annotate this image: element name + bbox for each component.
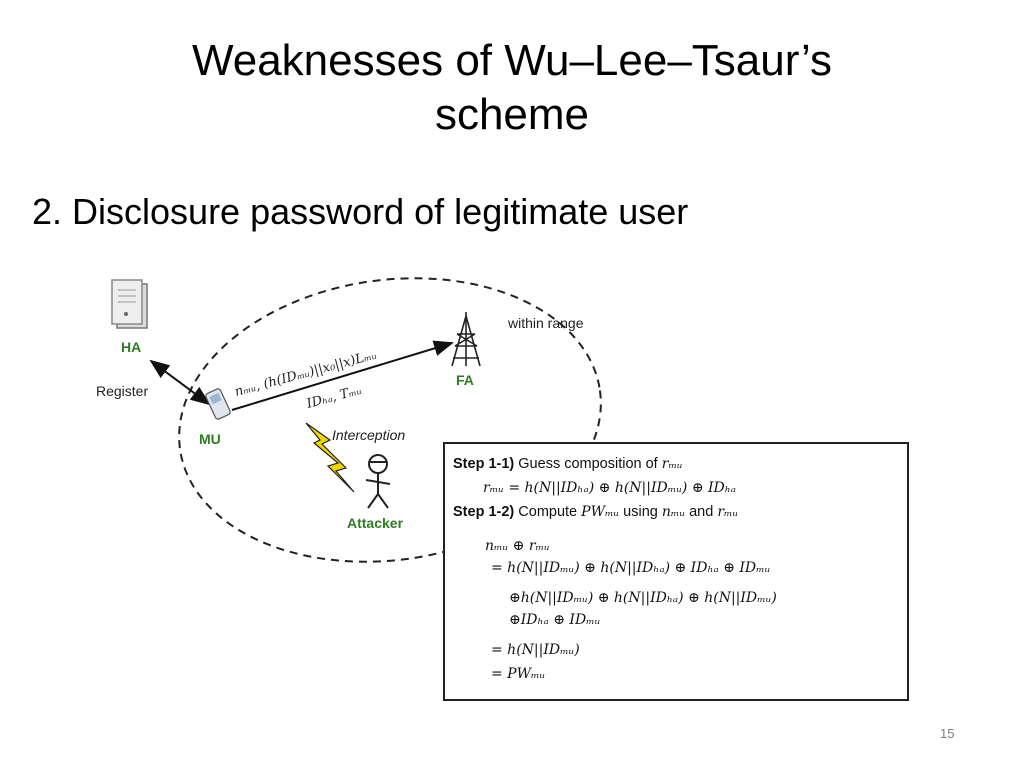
derivation-line-3: ⊕h(N||IDₘᵤ) ⊕ h(N||IDₕₐ) ⊕ h(N||IDₘᵤ) — [509, 590, 777, 606]
derivation-line-6: = PWₘᵤ — [491, 666, 546, 682]
attack-steps-box: Step 1-1) Guess composition of rₘᵤ rₘᵤ =… — [443, 442, 909, 701]
derivation-line-2: = h(N||IDₘᵤ) ⊕ h(N||IDₕₐ) ⊕ IDₕₐ ⊕ IDₘᵤ — [491, 560, 771, 576]
lightning-icon — [305, 422, 355, 493]
title-line-2: scheme — [434, 90, 590, 139]
derivation-line-1: nₘᵤ ⊕ rₘᵤ — [485, 538, 550, 554]
step-1-1-var: rₘᵤ — [661, 456, 683, 472]
page-number: 15 — [940, 726, 955, 741]
interception-label: Interception — [332, 427, 405, 443]
slide-title: Weaknesses of Wu–Lee–Tsaur’s scheme — [100, 34, 924, 142]
step-1-2-var-a: PWₘᵤ — [581, 504, 620, 520]
mobile-phone-icon — [205, 388, 231, 420]
server-icon — [111, 279, 148, 329]
step-1-1-text: Guess composition of — [518, 456, 658, 472]
attacker-figure-icon — [365, 454, 391, 509]
step-1-1-row: Step 1-1) Guess composition of rₘᵤ — [453, 456, 683, 472]
node-label-attacker: Attacker — [347, 515, 404, 531]
antenna-tower-icon — [451, 312, 481, 367]
step-1-1-label: Step 1-1) — [453, 456, 515, 472]
node-label-fa: FA — [456, 372, 474, 388]
register-label: Register — [96, 383, 148, 399]
node-label-mu: MU — [199, 431, 221, 447]
step-1-2-var-b: nₘᵤ — [661, 504, 686, 520]
step-1-2-text-c: and — [689, 504, 714, 520]
step-1-2-text-b: using — [623, 504, 658, 520]
derivation-line-5: = h(N||IDₘᵤ) — [491, 642, 580, 658]
step-1-1-equation: rₘᵤ = h(N||IDₕₐ) ⊕ h(N||IDₘᵤ) ⊕ IDₕₐ — [483, 480, 737, 496]
step-1-2-row: Step 1-2) Compute PWₘᵤ using nₘᵤ and rₘᵤ — [453, 504, 738, 520]
message-label-bottom: IDₕₐ, Tₘᵤ — [304, 383, 363, 412]
range-ellipse — [178, 277, 602, 563]
step-1-2-text-a: Compute — [518, 504, 578, 520]
step-1-2-label: Step 1-2) — [453, 504, 515, 520]
derivation-line-4: ⊕IDₕₐ ⊕ IDₘᵤ — [509, 612, 601, 628]
message-arrow — [231, 340, 454, 411]
register-arrow — [149, 359, 211, 406]
title-line-1: Weaknesses of Wu–Lee–Tsaur’s — [192, 36, 832, 85]
node-label-ha: HA — [121, 339, 141, 355]
within-range-label: within range — [507, 315, 584, 331]
step-1-2-var-c: rₘᵤ — [717, 504, 739, 520]
bullet-text: 2. Disclosure password of legitimate use… — [32, 191, 689, 232]
